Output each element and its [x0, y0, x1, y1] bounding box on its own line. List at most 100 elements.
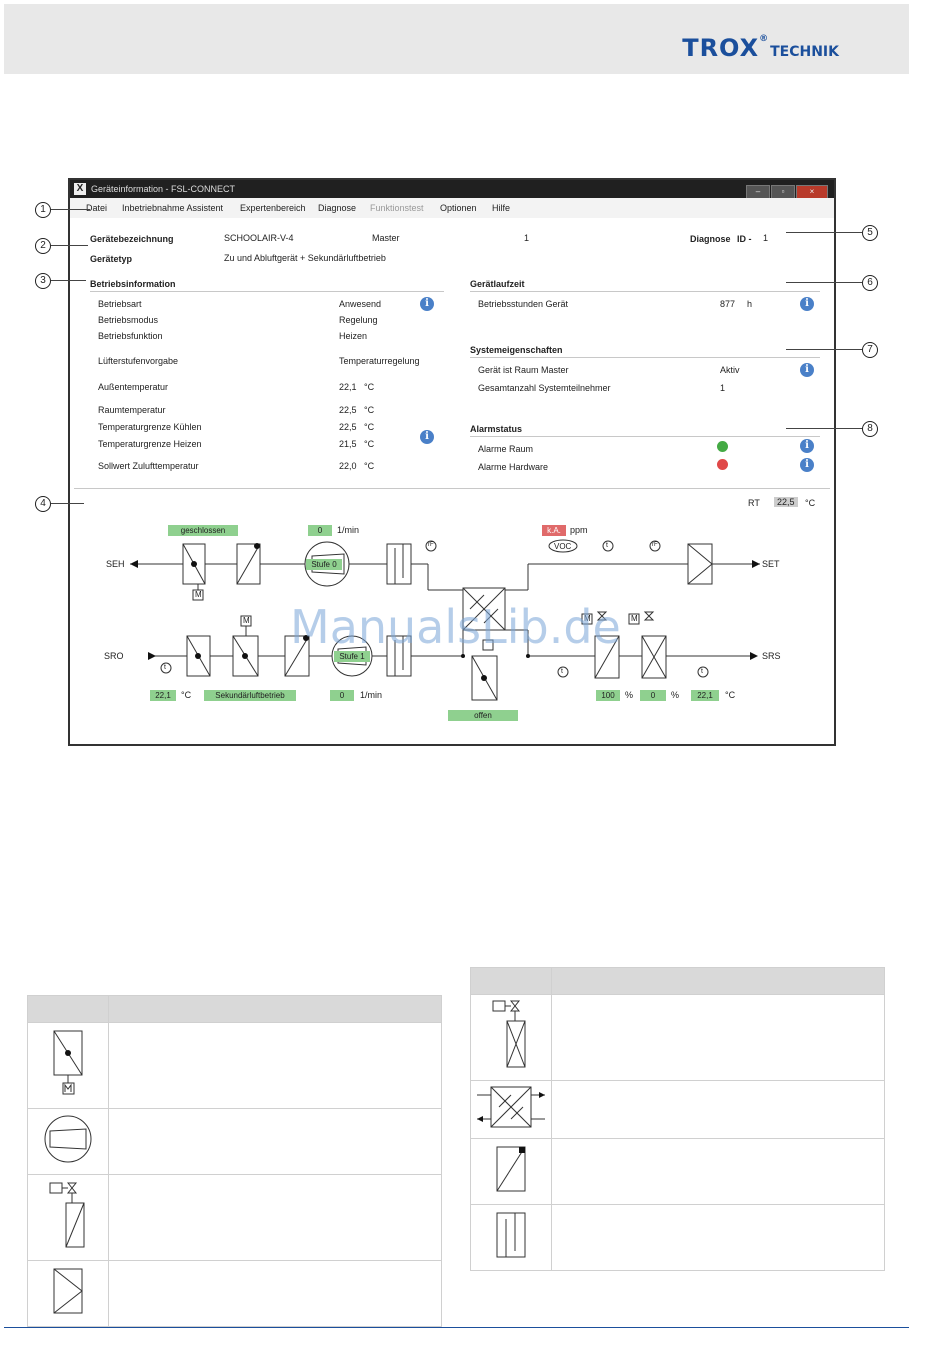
betrieb-value: 22,0 [339, 461, 357, 471]
system-value: 1 [720, 383, 726, 393]
menu-expertenbereich[interactable]: Expertenbereich [240, 203, 306, 213]
motor-label: M [631, 614, 638, 623]
callout-3: 3 [35, 273, 51, 289]
callout-line [786, 232, 862, 233]
betrieb-divider [90, 291, 444, 292]
flow-top-unit: 1/min [337, 525, 360, 535]
callout-line [51, 245, 88, 246]
schema-divider [74, 488, 830, 489]
table-cell-symbol [470, 1138, 552, 1205]
betrieb-unit: °C [364, 439, 375, 449]
table-cell-symbol [27, 1260, 109, 1327]
menu-datei[interactable]: Datei [86, 203, 108, 213]
betrieb-title: Betriebsinformation [90, 279, 176, 289]
valve1-unit: % [625, 690, 634, 700]
table-cell-desc [108, 1174, 442, 1261]
fan-top-stage: Stufe 0 [306, 559, 342, 570]
sensor-t-label: t [606, 542, 608, 549]
valve2-unit: % [671, 690, 680, 700]
menu-funktionstest[interactable]: Funktionstest [370, 203, 424, 213]
footer-line [4, 1327, 909, 1328]
betrieb-label: Lüfterstufenvorgabe [98, 356, 179, 366]
damper-motor-symbol [53, 1030, 83, 1095]
callout-2: 2 [35, 238, 51, 254]
sensor-t-label: t [164, 664, 166, 671]
laufzeit-label: Betriebsstunden Gerät [478, 299, 569, 309]
logo-sub: TECHNIK [770, 44, 839, 60]
info-icon-betrieb[interactable]: i [420, 297, 434, 311]
betrieb-label: Außentemperatur [98, 382, 169, 392]
id-value: 1 [763, 233, 769, 243]
window-controls: –▫× [745, 182, 828, 200]
betrieb-value: Regelung [339, 315, 378, 325]
logo-reg: ® [759, 34, 769, 44]
alarm-status-dot [717, 441, 728, 452]
page-header: TROX®TECHNIK [4, 4, 909, 74]
sensor-t-label: t [561, 668, 563, 675]
sensor-rf-label: rF [428, 542, 434, 548]
menu-hilfe[interactable]: Hilfe [492, 203, 511, 213]
alarm-label: Alarme Raum [478, 444, 534, 454]
menu-diagnose[interactable]: Diagnose [318, 203, 357, 213]
valve1-value: 100 [596, 690, 620, 701]
diagnose-label: Diagnose [690, 234, 731, 244]
fan-bottom-stage: Stufe 1 [334, 651, 370, 662]
laufzeit-title: Gerätlaufzeit [470, 279, 525, 289]
rt-label: RT [748, 498, 760, 508]
bypass-status: offen [448, 710, 518, 721]
device-role: Master [372, 233, 400, 243]
damper-open-symbol [496, 1146, 526, 1192]
voc-unit: ppm [570, 525, 588, 535]
label-sro: SRO [104, 651, 124, 661]
supply-temp-value: 22,1 [691, 690, 719, 701]
betrieb-value: 21,5 [339, 439, 357, 449]
table-header-symbol [470, 967, 552, 995]
callout-line [786, 282, 862, 283]
table-cell-desc [108, 1108, 442, 1175]
system-label: Gesamtanzahl Systemteilnehmer [478, 383, 611, 393]
betrieb-value: Temperaturregelung [339, 356, 420, 366]
watermark: ManualsLib.de [290, 600, 621, 654]
callout-8: 8 [862, 421, 878, 437]
system-title: Systemeigenschaften [470, 345, 563, 355]
voc-value: k.A. [542, 525, 566, 536]
outside-temp-value: 22,1 [150, 690, 176, 701]
laufzeit-unit: h [747, 299, 753, 309]
betrieb-value: 22,1 [339, 382, 357, 392]
system-divider [470, 357, 820, 358]
system-value: Aktiv [720, 365, 740, 375]
menu-optionen[interactable]: Optionen [440, 203, 477, 213]
alarm-divider [470, 436, 820, 437]
info-icon-system[interactable]: i [800, 363, 814, 377]
info-icon-alarm-hardware[interactable]: i [800, 458, 814, 472]
table-header-symbol [27, 995, 109, 1023]
betrieb-value: 22,5 [339, 422, 357, 432]
supply-temp-unit: °C [725, 690, 736, 700]
betrieb-unit: °C [364, 422, 375, 432]
motor-label: M [584, 614, 591, 623]
info-icon-alarm-raum[interactable]: i [800, 439, 814, 453]
callout-line [51, 503, 84, 504]
flow-top-value: 0 [308, 525, 332, 536]
laufzeit-value: 877 [720, 299, 736, 309]
callout-line [786, 428, 862, 429]
betrieb-label: Temperaturgrenze Heizen [98, 439, 202, 449]
betrieb-value: Heizen [339, 331, 368, 341]
motor-label: M [243, 616, 250, 625]
sensor-rf-label: rF [652, 542, 658, 548]
valve2-value: 0 [640, 690, 666, 701]
menu-inbetriebnahme[interactable]: Inbetriebnahme Assistent [122, 203, 224, 213]
info-icon-laufzeit[interactable]: i [800, 297, 814, 311]
device-role-num: 1 [524, 233, 530, 243]
info-icon-temperatur[interactable]: i [420, 430, 434, 444]
fan-symbol [44, 1115, 92, 1163]
table-header-desc [108, 995, 442, 1023]
laufzeit-divider [470, 291, 820, 292]
table-cell-desc [551, 1080, 885, 1139]
callout-7: 7 [862, 342, 878, 358]
device-name-label: Gerätebezeichnung [90, 234, 174, 244]
callout-line [51, 209, 90, 210]
flow-bottom-unit: 1/min [360, 690, 383, 700]
system-label: Gerät ist Raum Master [478, 365, 569, 375]
